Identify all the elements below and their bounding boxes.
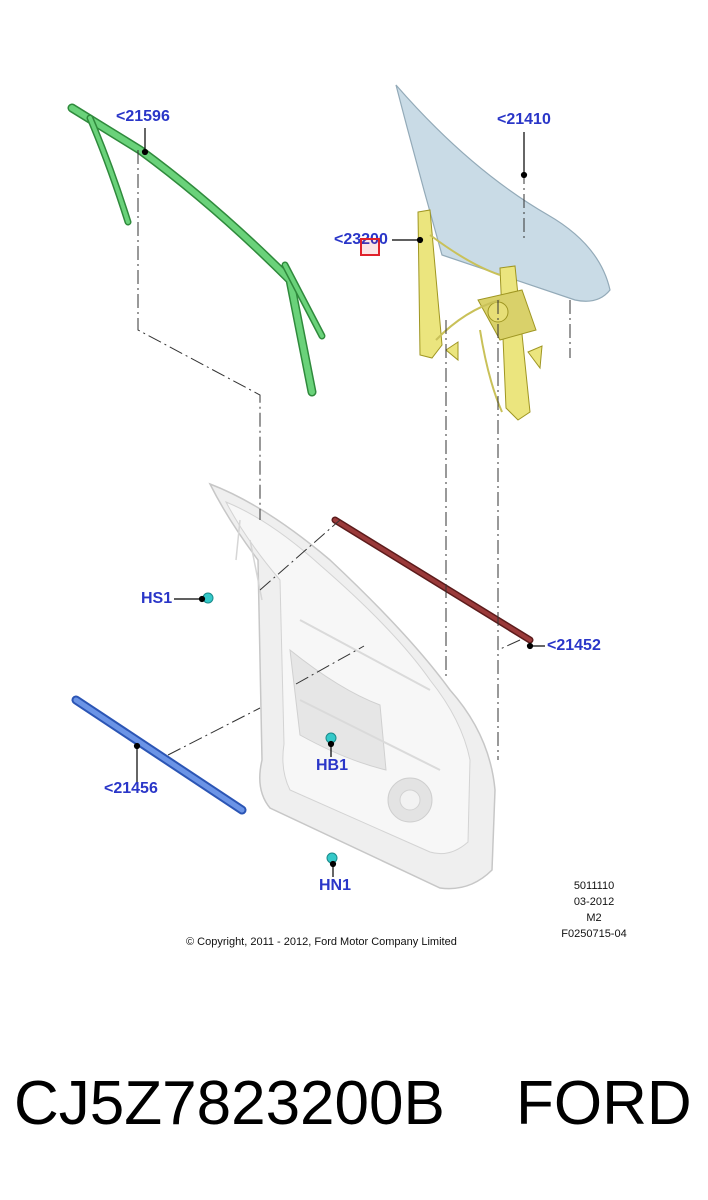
assembly-lines — [137, 150, 571, 760]
callout-hs1: HS1 — [141, 590, 173, 607]
window-regulator-23200 — [417, 209, 543, 421]
callout-hn1: HN1 — [319, 877, 352, 894]
callout-21410: <21410 — [497, 111, 551, 128]
door-shell — [208, 482, 496, 890]
door-glass-21410 — [395, 84, 611, 302]
highlight-marker — [360, 238, 380, 256]
brand-name: FORD — [516, 1069, 692, 1138]
diagram-revision: M2 — [586, 912, 602, 924]
belt-weatherstrip-inner-21456 — [71, 695, 247, 815]
exploded-door-diagram — [67, 84, 611, 890]
leader-lines — [133, 128, 545, 877]
callout-21456: <21456 — [104, 780, 158, 797]
part-number: CJ5Z7823200B — [14, 1069, 445, 1138]
diagram-code: 5011110 — [573, 880, 615, 892]
callout-hb1: HB1 — [316, 757, 349, 774]
callout-21596: <21596 — [116, 108, 170, 125]
figure-number: F0250715-04 — [561, 928, 627, 940]
glass-run-channel-21596 — [67, 103, 326, 397]
diagram-date: 03-2012 — [573, 896, 615, 908]
callout-21452: <21452 — [547, 637, 601, 654]
copyright-notice: © Copyright, 2011 - 2012, Ford Motor Com… — [186, 936, 457, 948]
